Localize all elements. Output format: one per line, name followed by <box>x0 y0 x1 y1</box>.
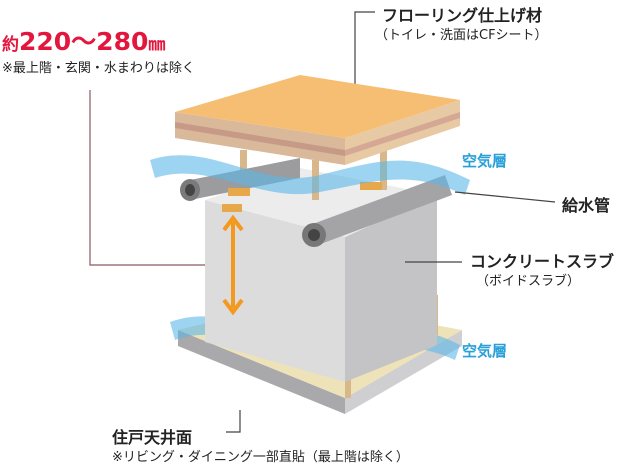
air-layer-top-wave <box>150 155 470 195</box>
ceiling-leader-line <box>226 410 241 433</box>
air-layer-bottom-label: 空気層 <box>462 342 508 360</box>
height-arrow-icon <box>222 214 244 316</box>
ceiling-title: 住戸天井面 <box>112 428 193 447</box>
pipe-leader-line <box>454 191 556 203</box>
flooring-leader-line <box>354 11 375 118</box>
water-pipe-label: 給水管 <box>562 196 611 215</box>
slab-title: コンクリートスラブ <box>470 252 615 271</box>
height-value: 220〜280 <box>19 27 149 56</box>
height-unit: ㎜ <box>148 35 166 55</box>
flooring-title: フローリング仕上げ材 <box>382 6 543 25</box>
flooring-note: （トイレ・洗面はCFシート） <box>375 28 548 43</box>
ceiling-note: ※リビング・ダイニング一部直貼（最上階は除く） <box>112 450 409 465</box>
height-leader-line <box>89 90 232 266</box>
air-layer-top-label: 空気層 <box>462 152 508 170</box>
height-label: 約220〜280㎜ <box>2 22 165 58</box>
height-note: ※最上階・玄関・水まわりは除く <box>2 61 195 76</box>
height-prefix: 約 <box>2 35 19 55</box>
floor-supports <box>222 182 382 212</box>
flooring-board <box>175 75 460 165</box>
slab-note: （ボイドスラブ） <box>476 274 581 289</box>
